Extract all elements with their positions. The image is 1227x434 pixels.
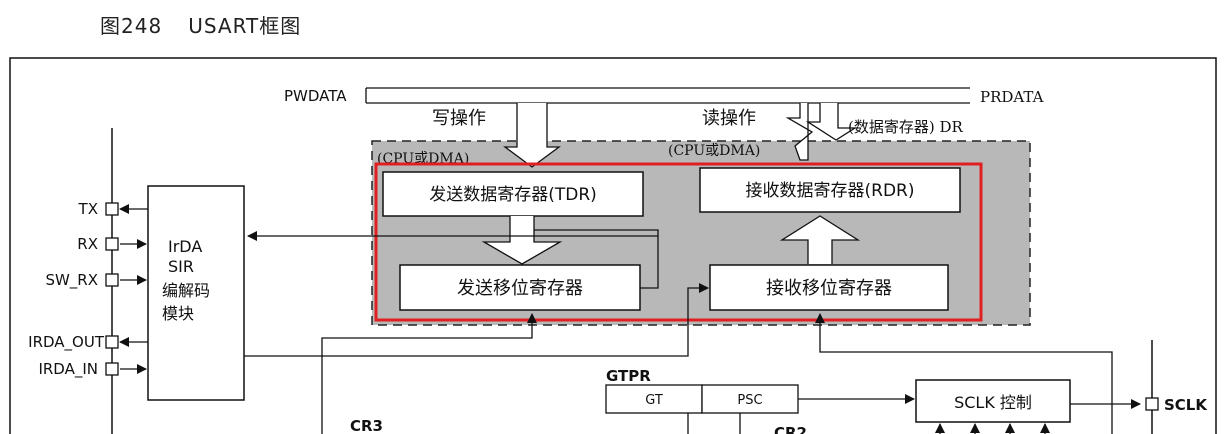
irda-line2: SIR (168, 257, 194, 276)
sw-rx-pin-label: SW_RX (45, 271, 98, 290)
gtpr-psc-cell (701, 384, 799, 414)
sw-rx-pin (105, 273, 119, 287)
cr2-label: CR2 (774, 424, 807, 434)
tx-pin-label: TX (78, 200, 98, 218)
figure-caption: USART框图 (188, 14, 302, 38)
gtpr-psc-label: PSC (737, 393, 762, 408)
tdr-label: 发送数据寄存器(TDR) (429, 185, 597, 205)
gtpr-gt-label: GT (645, 393, 663, 408)
irda-line3: 编解码 (162, 281, 210, 300)
irda-line1: IrDA (168, 237, 202, 256)
write-path-arrow (503, 103, 561, 168)
tx-shift-label: 发送移位寄存器 (457, 278, 583, 299)
tx-pin (105, 202, 119, 216)
rx-pin-label: RX (77, 235, 98, 253)
tx-shift-box (399, 264, 641, 311)
rx-shift-control-line (815, 313, 1113, 434)
rx-shift-label: 接收移位寄存器 (766, 278, 892, 299)
rdr-box (699, 167, 961, 213)
sclk-control-label: SCLK 控制 (954, 393, 1032, 412)
sclk-pin (1145, 397, 1159, 411)
tdr-box (382, 171, 644, 217)
irda-out-pin-label: IRDA_OUT (28, 333, 105, 352)
pwdata-bus (366, 87, 970, 104)
irda-out-pin (105, 335, 119, 349)
write-op-label: 写操作 (432, 108, 486, 129)
sclk-pin-label: SCLK (1164, 396, 1208, 414)
dr-arrow (805, 103, 858, 141)
shift-to-rdr-arrow (779, 215, 861, 264)
dr-label: (数据寄存器) DR (848, 118, 963, 136)
cr3-label: CR3 (350, 417, 383, 434)
tdr-side-link (534, 229, 659, 289)
irda-in-pin (105, 362, 119, 376)
rdr-label: 接收数据寄存器(RDR) (746, 181, 915, 201)
figure-title: 图248 USART框图 (100, 10, 301, 39)
cpu-dma-right: (CPU或DMA) (668, 143, 760, 159)
rx-pin (105, 237, 119, 251)
read-path-arrow (785, 103, 814, 161)
irda-block (147, 185, 245, 401)
sclk-control-box (915, 379, 1071, 423)
gtpr-title: GTPR (606, 367, 651, 385)
tdr-to-shift-arrow (481, 216, 563, 265)
outer-frame (9, 57, 1217, 434)
irda-in-pin-label: IRDA_IN (38, 360, 98, 379)
prdata-label: PRDATA (980, 88, 1044, 106)
highlight-box (374, 162, 983, 322)
read-op-label: 读操作 (702, 108, 756, 129)
irda-line4: 模块 (162, 304, 194, 323)
irda-to-rx-shift-line (244, 283, 709, 357)
cr3-control-line (321, 313, 537, 434)
rx-shift-box (709, 264, 949, 311)
figure-number: 图248 (100, 14, 163, 38)
pwdata-label: PWDATA (284, 87, 347, 105)
